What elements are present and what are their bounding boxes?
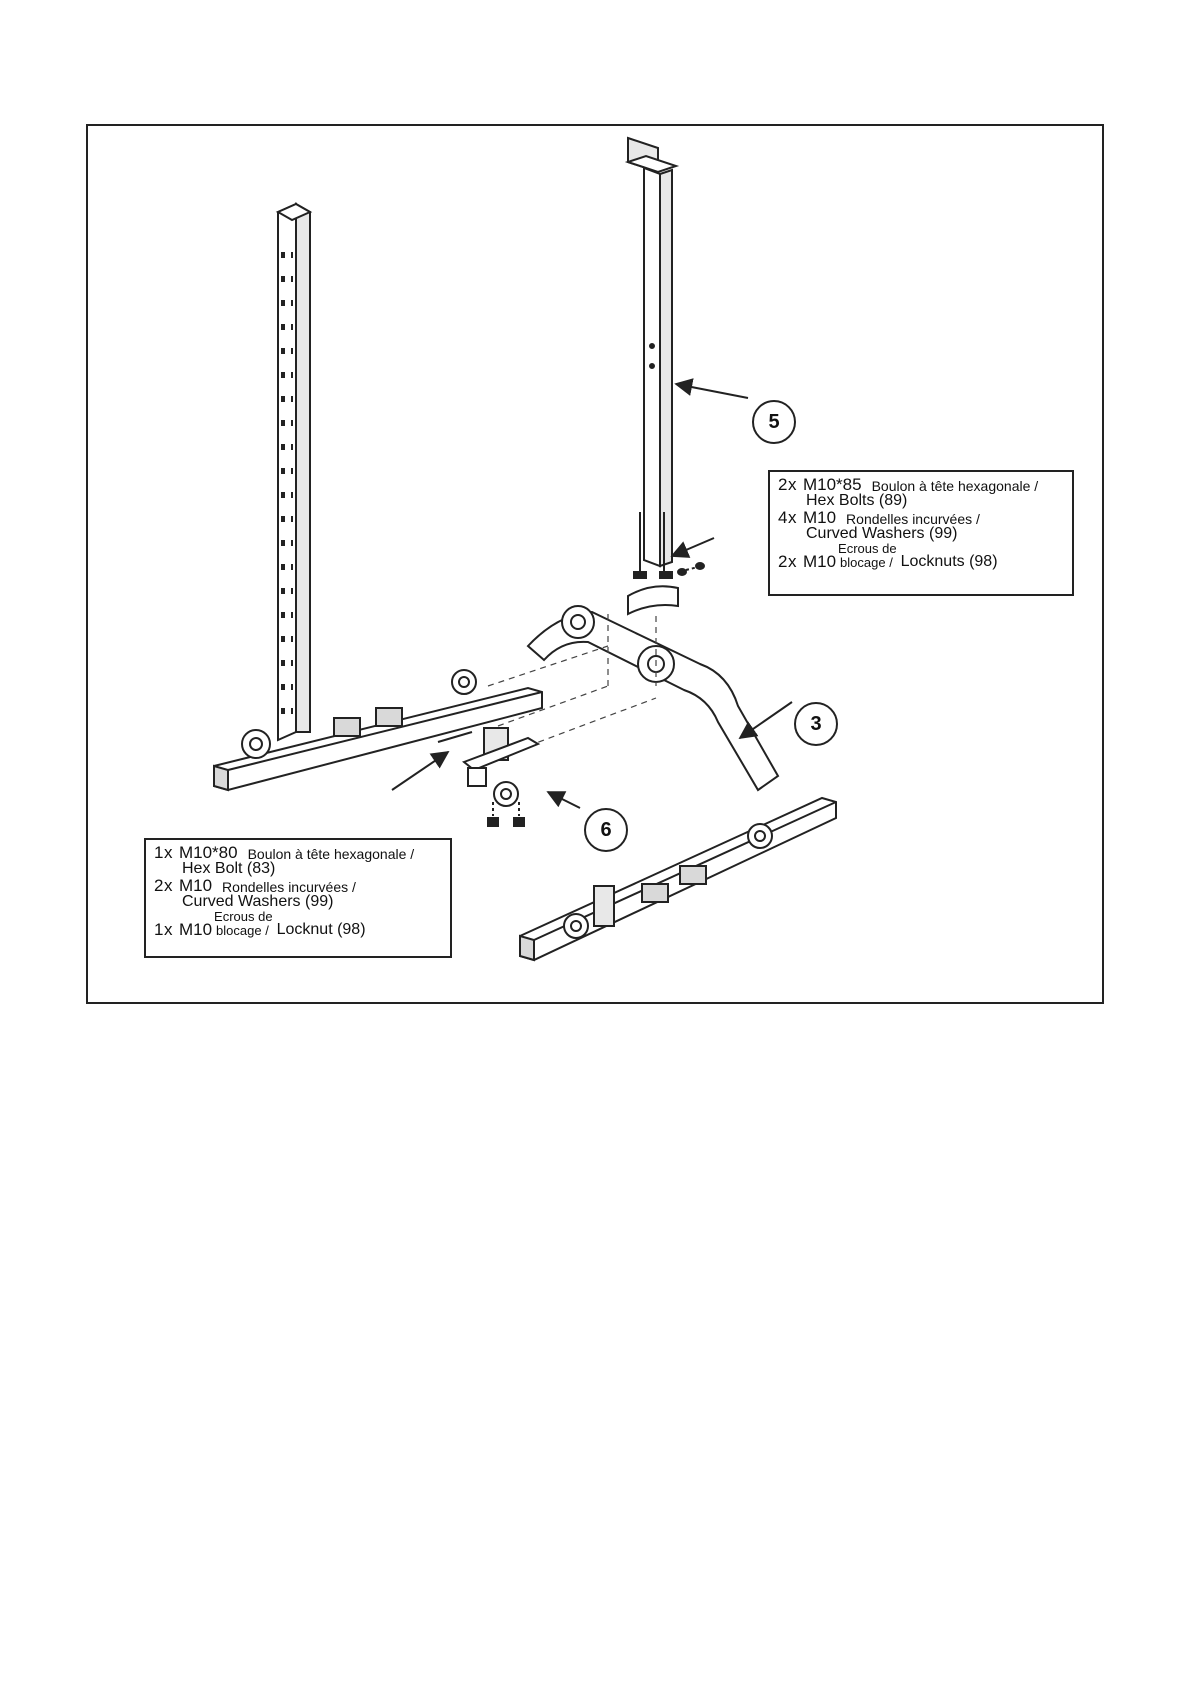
callout-center-post-hardware: 2x M10*85 Boulon à tête hexagonale / Hex… (768, 470, 1074, 596)
hardware-qty: 2x (778, 476, 797, 493)
small-bracket-assembly (438, 728, 538, 826)
hardware-name-en: Locknuts (98) (901, 554, 998, 570)
hardware-name-fr-line2: blocage / (216, 924, 273, 938)
hardware-qty: 1x (154, 844, 173, 861)
hardware-row-en: Curved Washers (99) (778, 526, 1064, 542)
hardware-row-en: Hex Bolts (89) (778, 493, 1064, 509)
hardware-row: 2x M10 Rondelles incurvées / (154, 877, 442, 894)
hardware-qty: 2x (778, 553, 797, 570)
hardware-size: M10*80 (179, 844, 238, 861)
hardware-size: M10 (803, 509, 836, 526)
hardware-size: M10*85 (803, 476, 862, 493)
hardware-row: 4x M10 Rondelles incurvées / (778, 509, 1064, 526)
part-label-3: 3 (794, 702, 838, 746)
hardware-name-en: Curved Washers (99) (182, 894, 333, 910)
hardware-row-en: Curved Washers (99) (154, 894, 442, 910)
hardware-name-en: Locknut (98) (277, 922, 366, 938)
hardware-name-en: Curved Washers (99) (806, 526, 957, 542)
hardware-qty: 2x (154, 877, 173, 894)
hardware-name-fr: Rondelles incurvées / (222, 880, 356, 894)
center-upright-post (628, 138, 704, 614)
hardware-name-fr-stacked: Ecrous de blocage / (838, 542, 897, 570)
hardware-size: M10 (179, 877, 212, 894)
hardware-size: M10 (179, 921, 212, 938)
part-label-5: 5 (752, 400, 796, 444)
hardware-row: 1x M10*80 Boulon à tête hexagonale / (154, 844, 442, 861)
hardware-row: 1x M10 Ecrous de blocage / Locknut (98) (154, 910, 442, 938)
hardware-size: M10 (803, 553, 836, 570)
left-upright-post (278, 204, 310, 740)
part-label-6: 6 (584, 808, 628, 852)
hardware-qty: 4x (778, 509, 797, 526)
curved-frame-connector (528, 606, 778, 790)
hardware-name-en: Hex Bolts (89) (806, 493, 907, 509)
hardware-qty: 1x (154, 921, 173, 938)
right-base-rail (520, 798, 836, 960)
hardware-row: 2x M10*85 Boulon à tête hexagonale / (778, 476, 1064, 493)
callout-bracket-hardware: 1x M10*80 Boulon à tête hexagonale / Hex… (144, 838, 452, 958)
hardware-name-en: Hex Bolt (83) (182, 861, 275, 877)
hardware-name-fr-line1: Ecrous de (214, 910, 273, 924)
hardware-name-fr-line2: blocage / (840, 556, 897, 570)
hardware-name-fr: Boulon à tête hexagonale / (872, 479, 1039, 493)
hardware-name-fr-line1: Ecrous de (838, 542, 897, 556)
hardware-name-fr: Rondelles incurvées / (846, 512, 980, 526)
hardware-row: 2x M10 Ecrous de blocage / Locknuts (98) (778, 542, 1064, 570)
hardware-name-fr-stacked: Ecrous de blocage / (214, 910, 273, 938)
hardware-row-en: Hex Bolt (83) (154, 861, 442, 877)
hardware-name-fr: Boulon à tête hexagonale / (248, 847, 415, 861)
diagram-frame: 5 3 6 2x M10*85 Boulon à tête hexagonale… (86, 124, 1104, 1004)
